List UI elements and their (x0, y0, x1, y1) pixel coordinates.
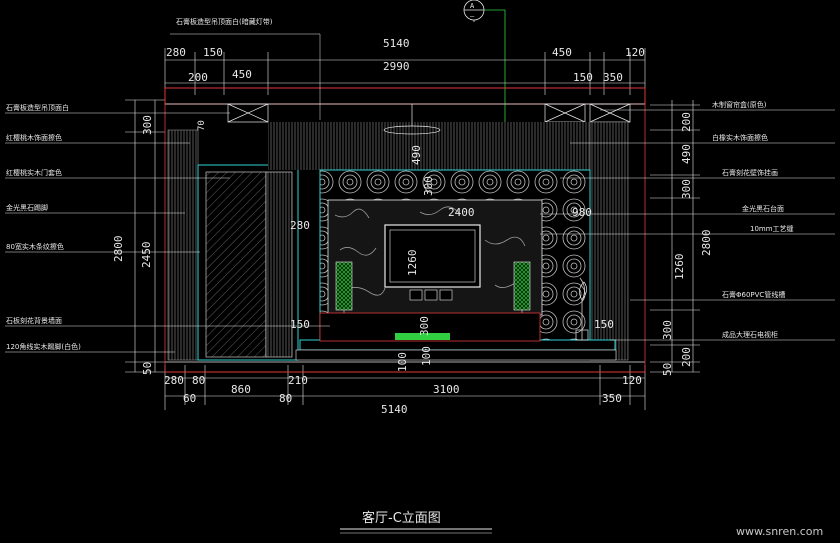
dim-bot1-b: 80 (192, 374, 205, 387)
pendant-lamp (383, 104, 441, 135)
upper-wood-panel (268, 122, 590, 170)
label-left-5: 80宽实木条纹擦色 (6, 242, 64, 251)
section-marker: A — (463, 0, 485, 22)
dim-right-a: 200 (680, 112, 693, 132)
dim-top2-a: 200 (188, 71, 208, 84)
label-left-3: 红樱桃实木门套色 (6, 168, 62, 177)
dim-left-a: 300 (141, 115, 154, 135)
dim-inner-f: 980 (572, 206, 592, 219)
label-top: 石膏板造型吊顶面白(暗藏灯带) (176, 17, 273, 26)
media-devices (409, 289, 453, 301)
tv (384, 224, 481, 288)
dim-left-b: 2800 (112, 236, 125, 263)
plant (575, 277, 589, 341)
watermark: www.snren.com (736, 525, 823, 538)
label-left-4: 金光黑石踢脚 (6, 203, 48, 212)
label-right-5: 10mm工艺缝 (750, 224, 794, 233)
dim-bot1-a: 280 (164, 374, 184, 387)
label-left-1: 石膏板造型吊顶面白 (6, 103, 69, 112)
dimension-lines-side (125, 99, 700, 373)
dim-bot2-b: 80 (279, 392, 292, 405)
dim-inner-g: 1260 (406, 250, 419, 277)
dim-bot2-d: 350 (602, 392, 622, 405)
outer-frame (164, 87, 646, 373)
dim-inner-l: 100 (420, 346, 433, 366)
door (197, 164, 299, 361)
ceiling-band (164, 87, 646, 105)
leader-lines-right (540, 109, 835, 341)
drawing-title: 客厅-C立面图 (362, 510, 441, 526)
label-right-7: 成品大理石电视柜 (722, 330, 778, 339)
speakers (335, 261, 531, 336)
dim-top2-b: 450 (232, 68, 252, 81)
dim-inner-k: 100 (396, 352, 409, 372)
dim-bot2-a: 60 (183, 392, 196, 405)
dim-top1-d: 450 (552, 46, 572, 59)
dim-right-g: 200 (680, 347, 693, 367)
dim-top1-c: 5140 (383, 37, 410, 50)
dim-bot1-d: 210 (288, 374, 308, 387)
label-left-7: 120角线实木踢脚(白色) (6, 342, 81, 351)
dim-top1-e: 120 (625, 46, 645, 59)
label-left-6: 石板刻花背景墙面 (6, 316, 62, 325)
dim-inner-j: 150 (594, 318, 614, 331)
leader-lines-left (5, 112, 330, 353)
dim-inner-c: 300 (422, 176, 435, 196)
tv-cabinet (295, 312, 617, 361)
dim-top1-a: 280 (166, 46, 186, 59)
dim-right-c: 300 (680, 179, 693, 199)
cornice-boxes (227, 103, 631, 123)
dim-inner-i: 300 (418, 316, 431, 336)
section-dash: — (470, 12, 475, 20)
dim-top2-c: 2990 (383, 60, 410, 73)
label-right-6: 石膏Φ60PVC管线槽 (722, 290, 785, 299)
dim-right-h: 50 (661, 363, 674, 376)
left-wood-panel (167, 129, 199, 361)
dim-right-b: 490 (680, 144, 693, 164)
label-right-3: 石膏刻花壁饰挂画 (722, 168, 778, 177)
label-left-2: 红樱桃木饰面擦色 (6, 133, 62, 142)
dim-top1-b: 150 (203, 46, 223, 59)
dim-bot1-c: 860 (231, 383, 251, 396)
section-letter: A (470, 2, 475, 10)
label-right-4: 金光黑石台面 (742, 204, 784, 213)
dim-right-f: 300 (661, 320, 674, 340)
leader-line-top (170, 33, 321, 120)
dim-bot2-c: 5140 (381, 403, 408, 416)
dim-left-d: 50 (141, 362, 154, 375)
dim-inner-h: 150 (290, 318, 310, 331)
dim-inner-e: 280 (290, 219, 310, 232)
label-right-1: 木制窗帘盒(原色) (712, 100, 767, 109)
label-right-2: 白橡实木饰面擦色 (712, 133, 768, 142)
dim-top2-e: 350 (603, 71, 623, 84)
dim-right-e: 1260 (673, 254, 686, 281)
dim-top2-d: 150 (573, 71, 593, 84)
dim-inner-b: 490 (410, 145, 423, 165)
dim-left-c: 2450 (140, 242, 153, 269)
dim-bot1-e: 3100 (433, 383, 460, 396)
dim-inner-d: 2400 (448, 206, 475, 219)
dim-right-d: 2800 (700, 230, 713, 257)
dim-inner-a: 70 (197, 120, 207, 131)
right-wood-panel (589, 121, 629, 361)
dim-bot1-f: 120 (622, 374, 642, 387)
